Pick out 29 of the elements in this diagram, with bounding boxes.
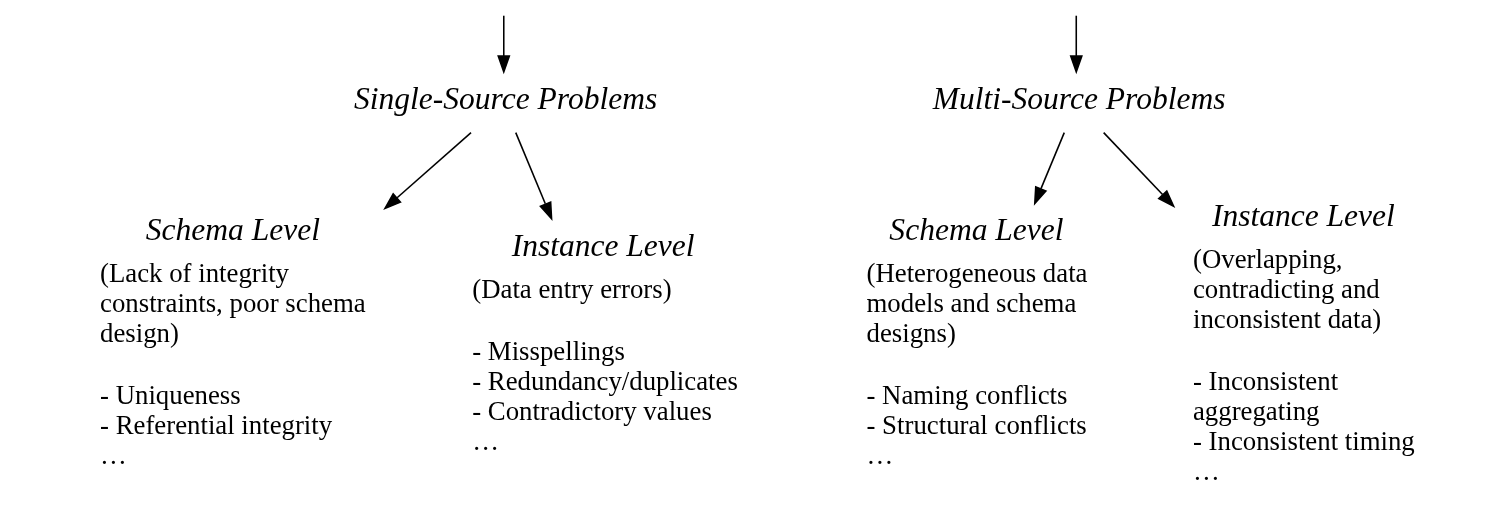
node-text: Schema Level: [888, 212, 1064, 248]
node-label: …: [99, 440, 127, 471]
node-label: (Lack of integrity constraints, poor schema design): [99, 258, 366, 349]
node-text: Schema Level: [145, 212, 320, 248]
node-text: Instance Level: [511, 227, 695, 263]
node-label: …: [866, 440, 893, 471]
arrow: [1102, 131, 1175, 208]
node-label: - Misspellings: [471, 336, 625, 367]
node-label: - Inconsistent aggregating: [1192, 366, 1338, 427]
arrow: [1069, 14, 1083, 75]
node-label: …: [1192, 455, 1220, 486]
node-label: …: [471, 425, 499, 456]
arrow: [1033, 131, 1065, 206]
node-label: - Naming conflicts: [866, 380, 1067, 411]
node-label: - Structural conflicts: [866, 410, 1087, 441]
node-label: - Contradictory values: [471, 396, 712, 427]
node-label: (Data entry errors): [471, 273, 672, 304]
node-label: - Redundancy/duplicates: [471, 366, 738, 397]
node-label: (Overlapping, contradicting and inconsistent data): [1192, 243, 1381, 334]
arrow: [496, 14, 510, 75]
node-label: - Inconsistent timing: [1192, 425, 1415, 456]
node-text: Multi-Source Problems: [932, 80, 1226, 116]
node-label: - Uniqueness: [99, 380, 241, 411]
node-label: - Referential integrity: [99, 410, 332, 441]
node-text: Single-Source Problems: [353, 80, 657, 116]
node-text: Instance Level: [1211, 198, 1395, 234]
arrow: [382, 131, 472, 210]
node-label: (Heterogeneous data models and schema designs): [866, 258, 1087, 349]
arrow: [514, 131, 552, 221]
